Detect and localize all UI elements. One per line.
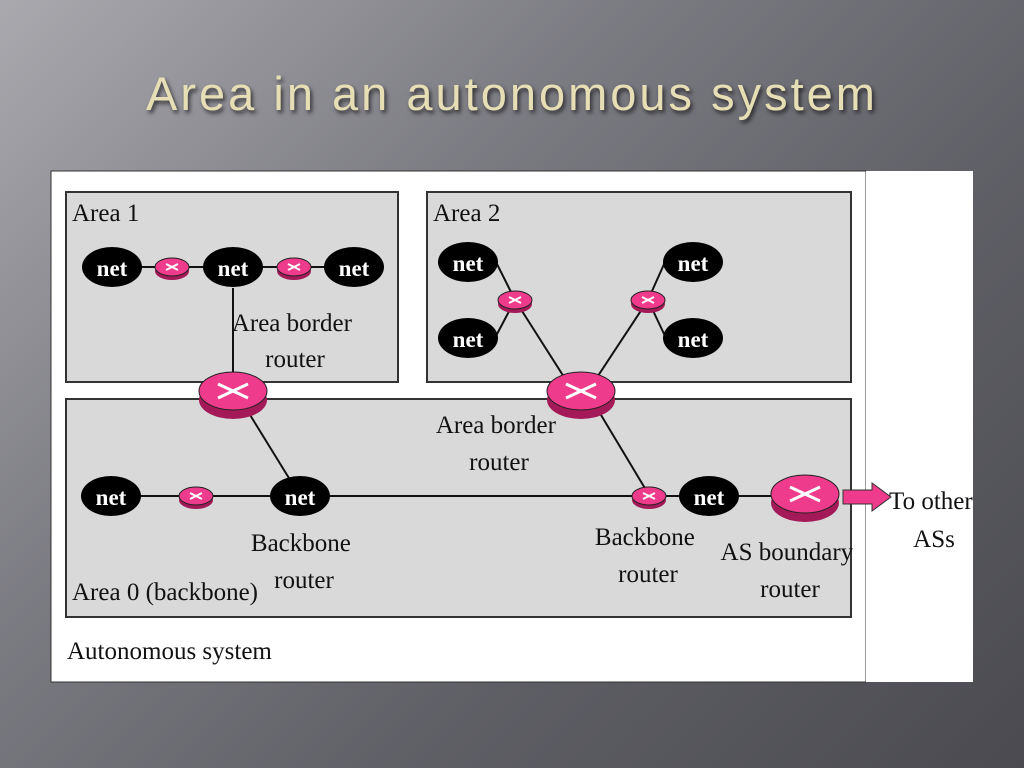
area2-router-left [497, 290, 533, 314]
svg-text:net: net [678, 327, 709, 352]
area1-router-left [154, 257, 190, 281]
backbone-router-small-right [631, 486, 667, 510]
backbone-router-small-left [178, 486, 214, 510]
svg-text:net: net [678, 251, 709, 276]
arrow-to-other-as [842, 482, 892, 512]
area2-net-bottom-left: net [438, 318, 498, 358]
area1-net-left: net [82, 247, 142, 287]
area2-router-right [630, 290, 666, 314]
backbone-router-label-1: Backbone router [251, 530, 357, 594]
autonomous-system-label: Autonomous system [67, 638, 272, 665]
area2-net-top-right: net [663, 242, 723, 282]
area1-net-right: net [324, 247, 384, 287]
svg-text:net: net [453, 251, 484, 276]
area-border-router-label-1: Area border router [232, 310, 358, 373]
backbone-net-center: net [270, 476, 330, 516]
svg-text:net: net [453, 327, 484, 352]
backbone-net-right: net [679, 476, 739, 516]
to-other-as-label: To other ASs [889, 488, 979, 553]
svg-text:net: net [97, 256, 128, 281]
area2-net-bottom-right: net [663, 318, 723, 358]
area-border-router-1 [197, 370, 269, 421]
svg-text:net: net [218, 256, 249, 281]
area1-router-right [276, 257, 312, 281]
area0-label: Area 0 (backbone) [72, 579, 258, 606]
svg-text:net: net [285, 485, 316, 510]
svg-text:net: net [339, 256, 370, 281]
as-boundary-router [769, 473, 841, 524]
area2-box [426, 191, 852, 383]
svg-text:net: net [96, 485, 127, 510]
backbone-router-label-2: Backbone router [595, 524, 701, 588]
area-border-router-label-2: Area border router [436, 412, 562, 476]
backbone-net-left: net [81, 476, 141, 516]
slide-title: Area in an autonomous system [146, 67, 878, 120]
area1-label: Area 1 [72, 200, 139, 227]
area2-label: Area 2 [433, 200, 500, 227]
figure-panel-extension [866, 171, 973, 682]
area2-net-top-left: net [438, 242, 498, 282]
as-boundary-router-label: AS boundary router [721, 539, 860, 603]
svg-text:net: net [694, 485, 725, 510]
area1-net-center: net [203, 247, 263, 287]
